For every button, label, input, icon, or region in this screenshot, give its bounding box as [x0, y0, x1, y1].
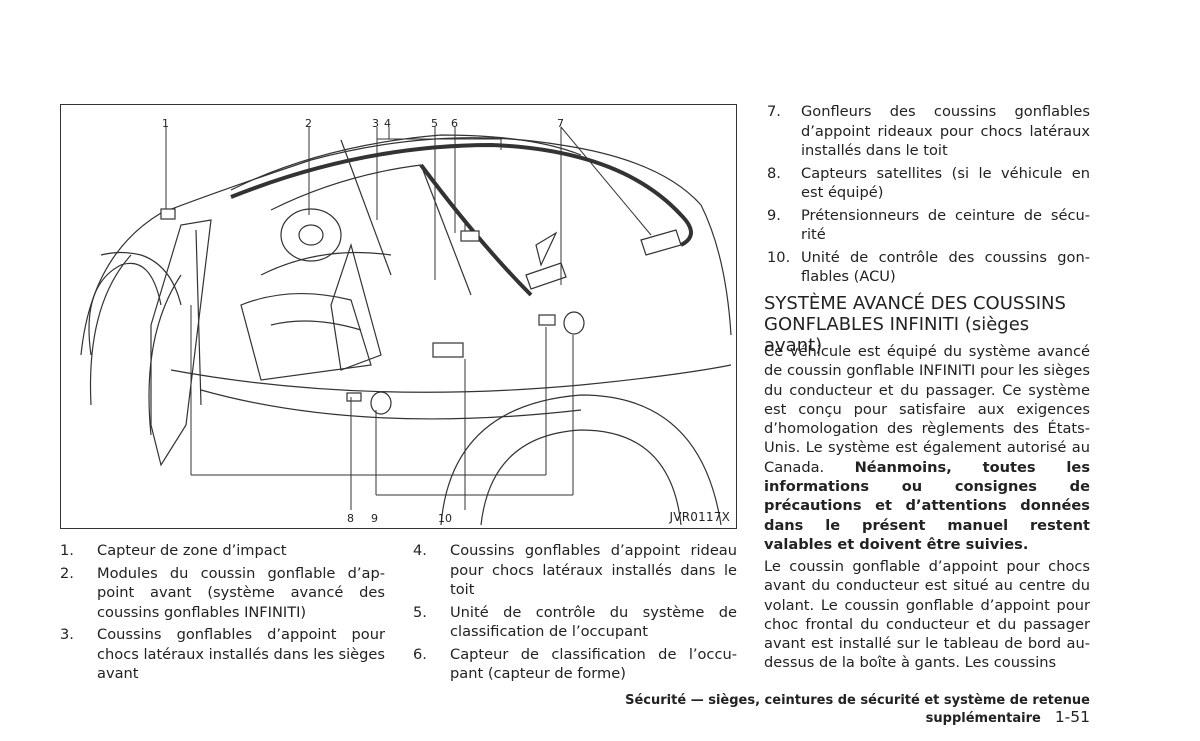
list-item: 6. Capteur de classification de l’occu-pa… — [413, 645, 737, 684]
item-number: 7. — [767, 103, 781, 120]
item-number: 10. — [767, 248, 791, 266]
section-paragraph-2: Le coussin gonflable d’appoint pour choc… — [764, 558, 1090, 672]
page-number: 1-51 — [1054, 708, 1090, 726]
legend-list-right: 7. Gonfleurs des coussins gonflables d’ap… — [767, 102, 1090, 290]
item-text: Unité de contrôle des coussins gon-flabl… — [801, 248, 1090, 286]
paragraph-text: Ce véhicule est équipé du système avancé… — [764, 343, 1090, 476]
item-number: 6. — [413, 645, 427, 663]
paragraph-emphasis: Néanmoins, toutes les informations ou co… — [764, 458, 1091, 553]
item-text: Capteurs satellites (si le véhicule en e… — [801, 164, 1090, 202]
callout-9: 9 — [371, 512, 378, 525]
callout-5: 5 — [431, 117, 438, 130]
list-item: 10. Unité de contrôle des coussins gon-fl… — [767, 248, 1090, 287]
item-text: Gonfleurs des coussins gonflables d’appo… — [801, 103, 1090, 159]
legend-list-left: 1. Capteur de zone d’impact 2. Modules du … — [60, 541, 385, 687]
item-number: 1. — [60, 542, 74, 559]
callout-8: 8 — [347, 512, 354, 525]
list-item: 9. Prétensionneurs de ceinture de sécu-ri… — [767, 206, 1090, 245]
list-item: 4. Coussins gonflables d’appoint rideau p… — [413, 541, 737, 600]
item-number: 8. — [767, 164, 781, 182]
callout-10: 10 — [438, 512, 452, 525]
legend-list-middle: 4. Coussins gonflables d’appoint rideau p… — [413, 541, 737, 687]
callout-1: 1 — [162, 117, 169, 130]
item-text: Capteur de zone d’impact — [97, 542, 287, 559]
section-paragraph-1: Ce véhicule est équipé du système avancé… — [764, 342, 1090, 554]
list-item: 5. Unité de contrôle du système de classi… — [413, 603, 737, 642]
list-item: 1. Capteur de zone d’impact — [60, 541, 385, 561]
item-text: Capteur de classification de l’occu-pant… — [450, 645, 737, 683]
list-item: 7. Gonfleurs des coussins gonflables d’ap… — [767, 102, 1090, 161]
airbag-diagram: 1 2 3 4 5 6 7 8 9 10 JVR0117X — [60, 104, 737, 529]
item-text: Prétensionneurs de ceinture de sécu-rité — [801, 206, 1090, 244]
car-interior-illustration — [80, 126, 732, 526]
callout-6: 6 — [451, 117, 458, 130]
item-text: Unité de contrôle du système de classifi… — [450, 603, 737, 641]
footer-text: Sécurité — sièges, ceintures de sécurité… — [625, 693, 1090, 726]
item-number: 5. — [413, 603, 427, 621]
item-number: 2. — [60, 564, 74, 582]
callout-3: 3 — [372, 117, 379, 130]
section-title: SYSTÈME AVANCÉ DES COUSSINS GONFLABLES I… — [764, 293, 1066, 356]
page-footer: Sécurité — sièges, ceintures de sécurité… — [520, 693, 1090, 726]
item-text: Modules du coussin gonflable d’ap-point … — [97, 564, 385, 621]
callout-2: 2 — [305, 117, 312, 130]
list-item: 3. Coussins gonflables d’appoint pour cho… — [60, 625, 385, 684]
item-number: 4. — [413, 542, 427, 559]
callout-4: 4 — [384, 117, 391, 130]
item-text: Coussins gonflables d’appoint rideau pou… — [450, 542, 737, 598]
item-number: 9. — [767, 206, 781, 224]
item-text: Coussins gonflables d’appoint pour chocs… — [97, 626, 385, 682]
list-item: 8. Capteurs satellites (si le véhicule en… — [767, 164, 1090, 203]
figure-code: JVR0117X — [669, 510, 730, 524]
callout-7: 7 — [557, 117, 564, 130]
item-number: 3. — [60, 626, 74, 643]
list-item: 2. Modules du coussin gonflable d’ap-poin… — [60, 564, 385, 623]
